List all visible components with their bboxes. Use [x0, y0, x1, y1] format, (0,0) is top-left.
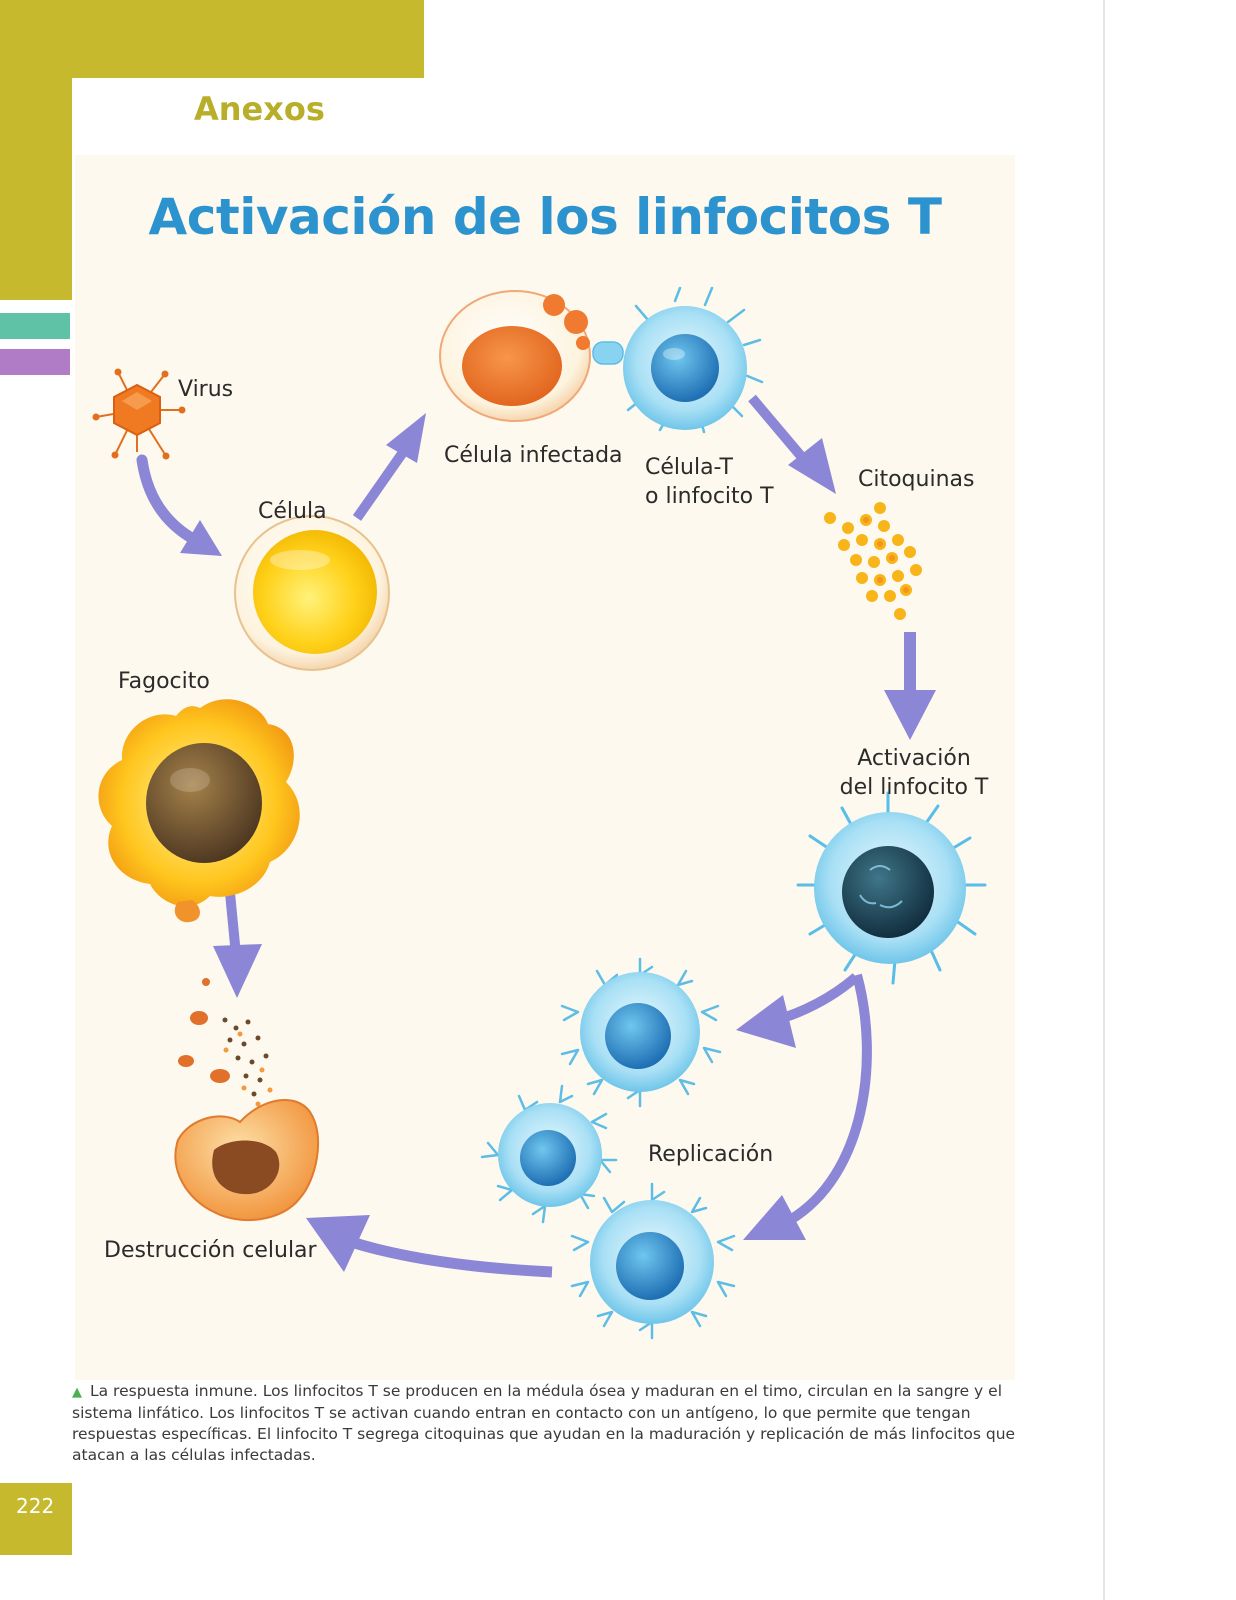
arrow-cell-to-infected	[352, 413, 426, 521]
healthy-cell-icon	[234, 515, 390, 671]
label-cytokines: Citoquinas	[858, 467, 975, 492]
arrow-activation-to-replication-upper	[736, 973, 860, 1048]
replicated-t-cell-icon	[560, 957, 722, 1108]
replicated-t-cell-icon	[570, 1182, 736, 1340]
figure-caption: ▲La respuesta inmune. Los linfocitos T s…	[72, 1381, 1022, 1466]
virus-icon	[92, 368, 186, 460]
triangle-bullet-icon: ▲	[72, 1385, 82, 1400]
t-cell-icon	[592, 286, 764, 434]
label-activation-line1: Activación	[857, 746, 971, 771]
arrow-replication-to-destruction	[306, 1215, 553, 1278]
label-cell: Célula	[258, 499, 327, 524]
side-olive-bar	[0, 78, 72, 300]
label-virus: Virus	[178, 377, 234, 402]
arrows	[136, 394, 936, 1278]
label-activation: Activación del linfocito T	[834, 744, 994, 802]
label-activation-line2: del linfocito T	[839, 775, 989, 800]
page-number-box	[0, 1483, 72, 1555]
destroyed-cell-icon	[174, 978, 319, 1222]
label-cell-destruction: Destrucción celular	[104, 1238, 317, 1263]
purple-side-stripe	[0, 349, 70, 375]
arrow-tcell-to-cytokines	[748, 394, 836, 494]
infected-cell-icon	[439, 290, 591, 422]
page-number: 222	[16, 1494, 55, 1518]
replicated-t-cell-icon	[480, 1084, 618, 1224]
label-phagocyte: Fagocito	[118, 669, 210, 694]
label-replication: Replicación	[648, 1142, 774, 1167]
label-infected-cell: Célula infectada	[444, 443, 623, 468]
activated-t-cell-icon	[796, 791, 987, 985]
phagocyte-icon	[98, 699, 300, 923]
label-t-cell: Célula-T o linfocito T	[645, 453, 774, 511]
teal-side-stripe	[0, 313, 70, 339]
arrow-activation-to-replication-lower	[743, 973, 872, 1240]
figure-title: Activación de los linfocitos T	[148, 188, 942, 246]
arrow-virus-to-cell	[136, 454, 222, 556]
caption-text: La respuesta inmune. Los linfocitos T se…	[72, 1382, 1016, 1464]
arrow-cytokines-to-activation	[884, 632, 936, 740]
cytokines-icon	[824, 502, 922, 620]
label-t-cell-line1: Célula-T	[645, 455, 733, 480]
page-edge-line	[1103, 0, 1105, 1600]
arrow-phagocyte-to-destruction	[213, 892, 262, 998]
section-heading: Anexos	[194, 90, 325, 128]
label-t-cell-line2: o linfocito T	[645, 484, 774, 509]
header-olive-bar	[0, 0, 424, 78]
